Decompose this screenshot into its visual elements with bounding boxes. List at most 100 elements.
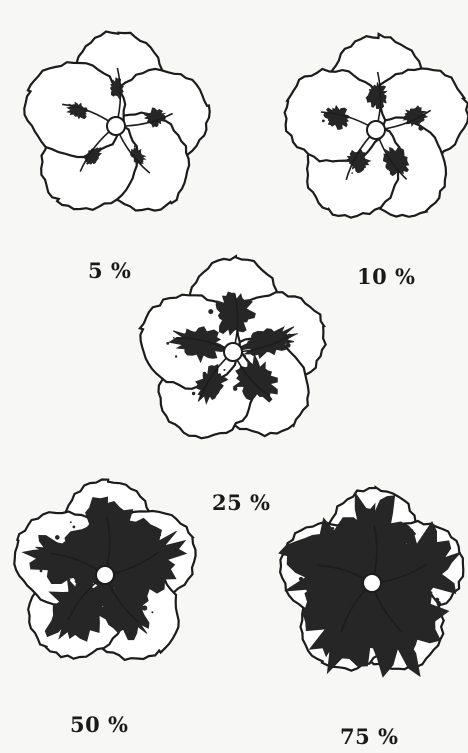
lesion-speck (116, 590, 121, 595)
lesion-speck (111, 600, 113, 602)
lesion-speck (394, 610, 397, 613)
lesion-speck (302, 632, 304, 634)
lesion-speck (134, 145, 136, 147)
lesion-speck (267, 336, 270, 339)
flower-center (224, 343, 242, 361)
lesion-speck (427, 579, 429, 581)
lesion-speck (201, 342, 204, 345)
lesion-speck (333, 538, 335, 540)
lesion-speck (396, 156, 400, 160)
lesion-speck (40, 570, 43, 573)
lesion-speck (149, 553, 151, 555)
lesion-speck (406, 539, 411, 544)
lesion-speck (198, 342, 200, 344)
lesion-speck (210, 381, 212, 383)
lesion-speck (68, 590, 72, 594)
lesion-speck (340, 108, 343, 111)
lesion-speck (92, 542, 95, 545)
lesion-speck (335, 570, 337, 572)
lesion-speck (222, 306, 226, 310)
lesion-speck (115, 605, 119, 609)
lesion-speck (359, 601, 361, 603)
lesion-speck (358, 563, 363, 568)
lesion-speck (369, 544, 371, 546)
lesion-speck (318, 589, 320, 591)
lesion-speck (401, 608, 404, 611)
flower-5-percent (22, 12, 210, 240)
lesion-speck (214, 384, 217, 387)
lesion-speck (147, 568, 149, 570)
lesion-speck (370, 551, 372, 553)
flower-center (363, 574, 381, 592)
lesion-speck (318, 608, 321, 611)
lesion-speck (143, 549, 146, 552)
lesion-speck (89, 606, 93, 610)
flower-50-percent (12, 462, 198, 688)
lesion-speck (360, 573, 362, 575)
lesion-speck (389, 551, 391, 553)
lesion-speck (240, 317, 243, 320)
lesion-speck (230, 320, 234, 324)
lesion-speck (402, 602, 406, 606)
lesion-speck (258, 368, 263, 373)
lesion-speck (328, 583, 330, 585)
lesion-speck (233, 387, 237, 391)
flower-75-percent (280, 470, 464, 696)
lesion-speck (357, 615, 362, 620)
lesion-speck (310, 553, 312, 555)
lesion-speck (420, 558, 424, 562)
lesion-speck (243, 355, 246, 358)
lesion-speck (378, 606, 381, 609)
lesion-speck (323, 567, 325, 569)
lesion-speck (353, 611, 355, 613)
lesion-speck (407, 567, 411, 571)
lesion-speck (305, 592, 308, 595)
lesion-speck (70, 521, 72, 523)
lesion-speck (383, 517, 388, 522)
lesion-speck (138, 526, 143, 531)
lesion-speck (103, 538, 106, 541)
lesion-speck (66, 550, 69, 553)
lesion-speck (418, 126, 423, 131)
lesion-speck (241, 382, 246, 387)
lesion-speck (89, 549, 92, 552)
label-5-percent: 5 % (88, 258, 131, 283)
lesion-speck (388, 166, 393, 171)
lesion-speck (68, 596, 72, 600)
lesion-speck (286, 343, 291, 348)
lesion-speck (309, 618, 312, 621)
lesion-speck (393, 526, 398, 531)
lesion-speck (96, 556, 99, 559)
label-25-percent: 25 % (212, 490, 271, 515)
lesion-speck (166, 342, 169, 345)
lesion-speck (142, 605, 147, 610)
lesion-speck (117, 628, 121, 632)
flower-center (367, 121, 385, 139)
lesion-speck (73, 526, 76, 529)
lesion-speck (80, 579, 83, 582)
lesion-speck (371, 90, 376, 95)
lesion-speck (173, 337, 175, 339)
flower-center (107, 117, 125, 135)
lesion-speck (97, 513, 102, 518)
lesion-speck (223, 369, 225, 371)
flower-10-percent (285, 18, 467, 242)
lesion-speck (445, 548, 447, 550)
lesion-speck (394, 544, 397, 547)
lesion-speck (269, 339, 272, 342)
lesion-speck (203, 372, 207, 376)
lesion-speck (175, 355, 177, 357)
flower-center (96, 566, 114, 584)
lesion-speck (75, 580, 78, 583)
lesion-speck (299, 577, 303, 581)
label-10-percent: 10 % (357, 264, 416, 289)
lesion-speck (335, 574, 339, 578)
label-50-percent: 50 % (70, 712, 129, 737)
lesion-speck (55, 535, 60, 540)
lesion-speck (237, 371, 239, 373)
lesion-speck (151, 611, 153, 613)
lesion-speck (232, 311, 234, 313)
lesion-speck (395, 535, 399, 539)
lesion-speck (384, 592, 387, 595)
